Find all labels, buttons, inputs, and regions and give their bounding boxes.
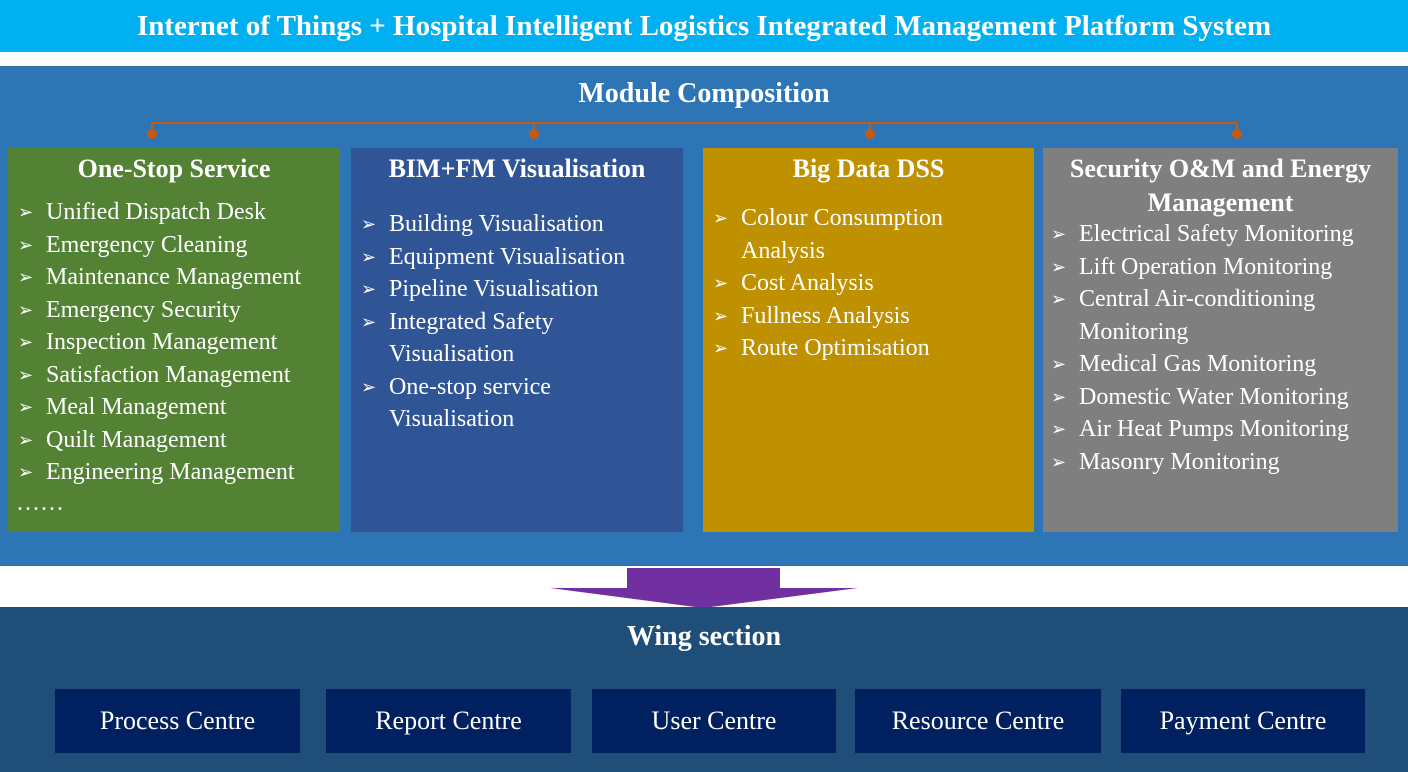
arrow-bullet-icon: ➢	[713, 338, 729, 358]
module-item: ➢Pipeline Visualisation	[357, 273, 677, 306]
arrow-bullet-icon: ➢	[361, 376, 377, 397]
platform-title: Internet of Things + Hospital Intelligen…	[0, 0, 1408, 52]
module-item: ➢Unified Dispatch Desk	[14, 196, 334, 229]
arrow-bullet-icon: ➢	[18, 397, 34, 417]
more-ellipsis: ……	[16, 489, 64, 516]
module-security-energy-management: Security O&M and Energy Management ➢Elec…	[1043, 148, 1398, 532]
arrow-bullet-icon: ➢	[18, 202, 34, 222]
user-centre-box: User Centre	[592, 689, 836, 753]
arrow-bullet-icon: ➢	[713, 208, 729, 228]
module-item: ➢Emergency Security	[14, 294, 334, 327]
module-item: ➢Building Visualisation	[357, 208, 677, 241]
module-item: ➢Domestic Water Monitoring	[1047, 381, 1394, 414]
connector-dot-2	[529, 129, 539, 139]
module-item: ➢Meal Management	[14, 391, 334, 424]
module-item: ➢Engineering Management	[14, 456, 334, 489]
report-centre-box: Report Centre	[326, 689, 571, 753]
connector-dot-4	[1232, 129, 1242, 139]
module-item: ➢Quilt Management	[14, 424, 334, 457]
module-item: ➢Masonry Monitoring	[1047, 446, 1394, 479]
process-centre-box: Process Centre	[55, 689, 300, 753]
module-big-data-dss: Big Data DSS ➢Colour Consumption Analysi…	[703, 148, 1034, 532]
arrow-bullet-icon: ➢	[361, 311, 377, 332]
module-item: ➢Emergency Cleaning	[14, 229, 334, 262]
arrow-bullet-icon: ➢	[18, 429, 34, 450]
connector-dot-1	[147, 129, 157, 139]
arrow-bullet-icon: ➢	[18, 462, 34, 482]
module-item: ➢Fullness Analysis	[709, 300, 1028, 333]
arrow-bullet-icon: ➢	[1051, 354, 1067, 374]
module-composition-panel: Module Composition One-Stop Service ➢Uni…	[0, 66, 1408, 566]
module-item: ➢Route Optimisation	[709, 332, 1028, 365]
module-item: ➢Equipment Visualisation	[357, 241, 677, 274]
arrow-bullet-icon: ➢	[361, 279, 377, 299]
arrow-bullet-icon: ➢	[1051, 256, 1067, 277]
module-composition-title: Module Composition	[578, 78, 830, 109]
module-heading: Big Data DSS	[792, 154, 945, 183]
arrow-bullet-icon: ➢	[18, 332, 34, 352]
arrow-bullet-icon: ➢	[1051, 386, 1067, 407]
wing-section-panel: Wing section Process Centre Report Centr…	[0, 607, 1408, 772]
module-bim-fm-visualisation: BIM+FM Visualisation ➢Building Visualisa…	[351, 148, 683, 532]
arrow-bullet-icon: ➢	[18, 299, 34, 320]
module-connector	[147, 122, 1242, 139]
arrow-bullet-icon: ➢	[1051, 289, 1067, 309]
connector-dot-3	[865, 129, 875, 139]
module-item: ➢One-stop service Visualisation	[357, 371, 677, 436]
module-item: ➢Cost Analysis	[709, 267, 1028, 300]
resource-centre-box: Resource Centre	[855, 689, 1101, 753]
arrow-bullet-icon: ➢	[361, 214, 377, 234]
module-item: ➢Medical Gas Monitoring	[1047, 348, 1394, 381]
module-item: ➢Electrical Safety Monitoring	[1047, 218, 1394, 251]
module-one-stop-service: One-Stop Service ➢Unified Dispatch Desk …	[8, 148, 340, 532]
module-item: ➢Satisfaction Management	[14, 359, 334, 392]
payment-centre-box: Payment Centre	[1121, 689, 1365, 753]
module-item: ➢Integrated Safety Visualisation	[357, 306, 677, 371]
arrow-bullet-icon: ➢	[1051, 419, 1067, 439]
down-arrow-shape	[550, 568, 858, 608]
module-heading: One-Stop Service	[77, 154, 271, 183]
arrow-bullet-icon: ➢	[713, 273, 729, 293]
arrow-bullet-icon: ➢	[713, 305, 729, 326]
arrow-bullet-icon: ➢	[1051, 451, 1067, 472]
arrow-bullet-icon: ➢	[18, 234, 34, 255]
arrow-bullet-icon: ➢	[1051, 224, 1067, 244]
module-item-list: ➢Colour Consumption Analysis ➢Cost Analy…	[709, 202, 1028, 365]
module-item: ➢Colour Consumption Analysis	[709, 202, 1028, 267]
module-item-list: ➢Electrical Safety Monitoring ➢Lift Oper…	[1047, 218, 1394, 478]
module-item: ➢Air Heat Pumps Monitoring	[1047, 413, 1394, 446]
module-item: ➢Inspection Management	[14, 326, 334, 359]
module-item: ➢Lift Operation Monitoring	[1047, 251, 1394, 284]
wing-section-title: Wing section	[626, 621, 782, 652]
module-item-list: ➢Building Visualisation ➢Equipment Visua…	[357, 208, 677, 436]
module-item-list: ➢Unified Dispatch Desk ➢Emergency Cleani…	[14, 196, 334, 489]
arrow-bullet-icon: ➢	[18, 267, 34, 287]
module-item: ➢Maintenance Management	[14, 261, 334, 294]
arrow-bullet-icon: ➢	[18, 364, 34, 385]
module-heading: Security O&M and Energy Management	[1069, 154, 1372, 217]
arrow-bullet-icon: ➢	[361, 246, 377, 267]
module-item: ➢Central Air-conditioning Monitoring	[1047, 283, 1394, 348]
module-heading: BIM+FM Visualisation	[388, 154, 646, 183]
